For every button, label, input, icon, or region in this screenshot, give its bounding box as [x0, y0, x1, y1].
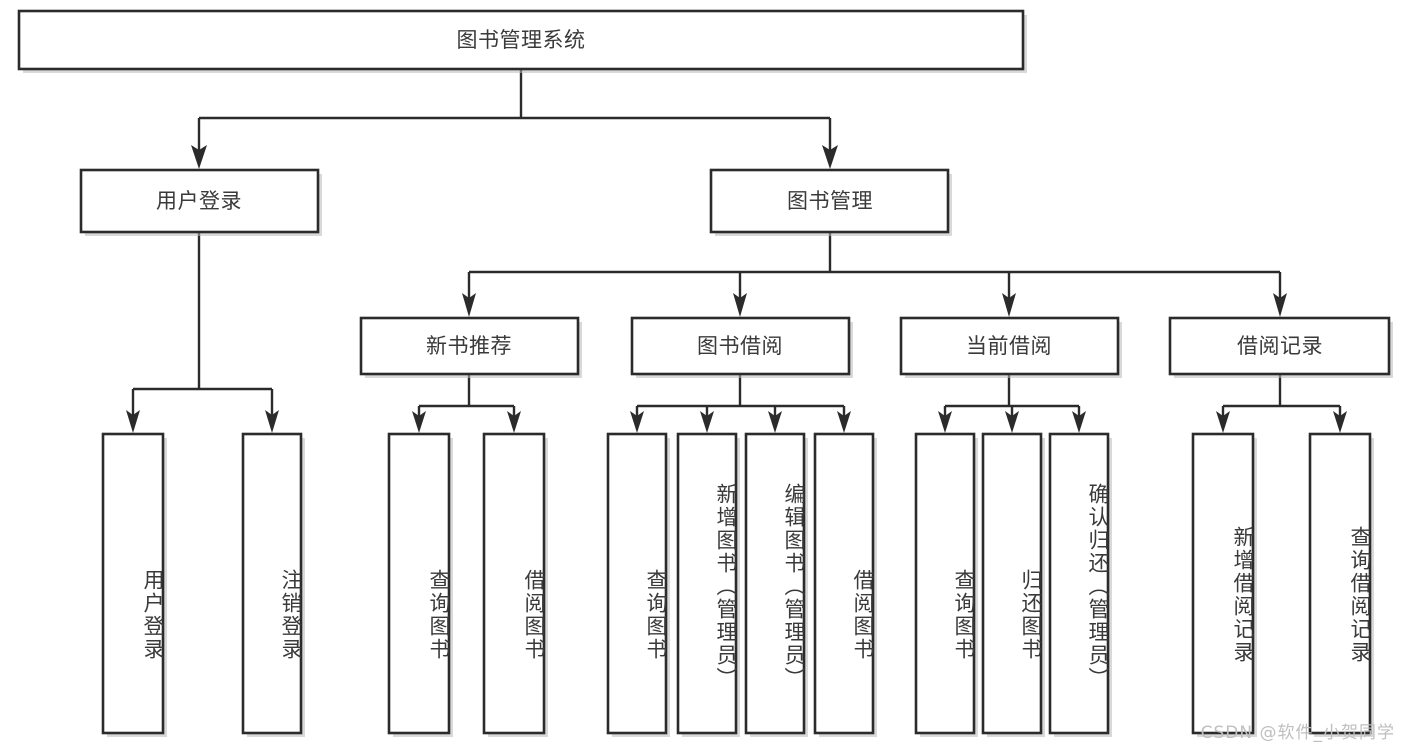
edges-layer — [126, 69, 1347, 433]
node-book-manage-label: 图书管理 — [787, 189, 873, 213]
arrowhead-new-book-rec — [462, 293, 476, 317]
node-current-borrow-label: 当前借阅 — [966, 334, 1052, 358]
leaf-box-user-login[interactable] — [101, 432, 167, 737]
node-current-borrow[interactable]: 当前借阅 — [899, 316, 1122, 378]
leaf-box-confirm-return-admin[interactable] — [1048, 432, 1112, 737]
arrowhead-leaf-logout — [265, 410, 279, 433]
arrowhead-borrow-record — [1273, 293, 1287, 317]
node-root[interactable]: 图书管理系统 — [17, 9, 1027, 73]
arrowhead-leaf-add-book-admin — [700, 411, 714, 433]
arrowhead-book-manage — [822, 145, 838, 169]
arrowhead-leaf-query-book-rec — [412, 411, 426, 433]
arrowhead-leaf-user-login — [126, 410, 140, 433]
leaf-box-add-borrow-record[interactable] — [1191, 432, 1257, 737]
arrowhead-leaf-confirm-return-admin — [1072, 411, 1086, 433]
node-user-login[interactable]: 用户登录 — [79, 168, 322, 236]
arrowhead-book-borrow — [733, 293, 747, 317]
node-root-label: 图书管理系统 — [457, 28, 586, 52]
arrowhead-leaf-query-book-borrow — [630, 411, 644, 433]
leaf-box-query-book-borrow[interactable] — [606, 432, 670, 737]
leaf-box-query-book-current[interactable] — [914, 432, 978, 737]
arrowhead-leaf-edit-book-admin — [768, 411, 782, 433]
arrowhead-leaf-query-book-current — [938, 411, 952, 433]
node-user-login-label: 用户登录 — [156, 189, 242, 213]
node-borrow-record[interactable]: 借阅记录 — [1168, 316, 1393, 378]
leaf-box-logout[interactable] — [241, 432, 305, 737]
node-new-book-rec[interactable]: 新书推荐 — [359, 316, 582, 378]
nodes-layer: 图书管理系统 用户登录 图书管理 新书推荐 图书 — [17, 9, 1393, 737]
csdn-watermark: CSDN @软件_小贺同学 — [1200, 723, 1395, 743]
node-book-manage[interactable]: 图书管理 — [709, 168, 952, 236]
node-borrow-record-label: 借阅记录 — [1237, 334, 1323, 358]
arrowhead-leaf-borrow-book — [837, 411, 851, 433]
leaf-box-query-book-rec[interactable] — [387, 432, 453, 737]
leaf-boxes-layer — [101, 432, 1374, 737]
arrowhead-leaf-query-borrow-record — [1333, 411, 1347, 433]
arrowhead-user-login — [191, 145, 207, 169]
arrowhead-leaf-add-borrow-record — [1216, 411, 1230, 433]
node-book-borrow-label: 图书借阅 — [697, 334, 783, 358]
node-new-book-rec-label: 新书推荐 — [426, 334, 512, 358]
arrowhead-current-borrow — [1002, 293, 1016, 317]
leaf-box-add-book-admin[interactable] — [676, 432, 740, 737]
arrowhead-leaf-return-book — [1005, 411, 1019, 433]
leaf-box-borrow-book[interactable] — [813, 432, 877, 737]
arrowhead-leaf-borrow-book-rec — [507, 411, 521, 433]
leaf-box-borrow-book-rec[interactable] — [482, 432, 548, 737]
leaf-box-edit-book-admin[interactable] — [744, 432, 808, 737]
leaf-box-return-book[interactable] — [981, 432, 1045, 737]
leaf-box-query-borrow-record[interactable] — [1308, 432, 1374, 737]
node-book-borrow[interactable]: 图书借阅 — [630, 316, 853, 378]
